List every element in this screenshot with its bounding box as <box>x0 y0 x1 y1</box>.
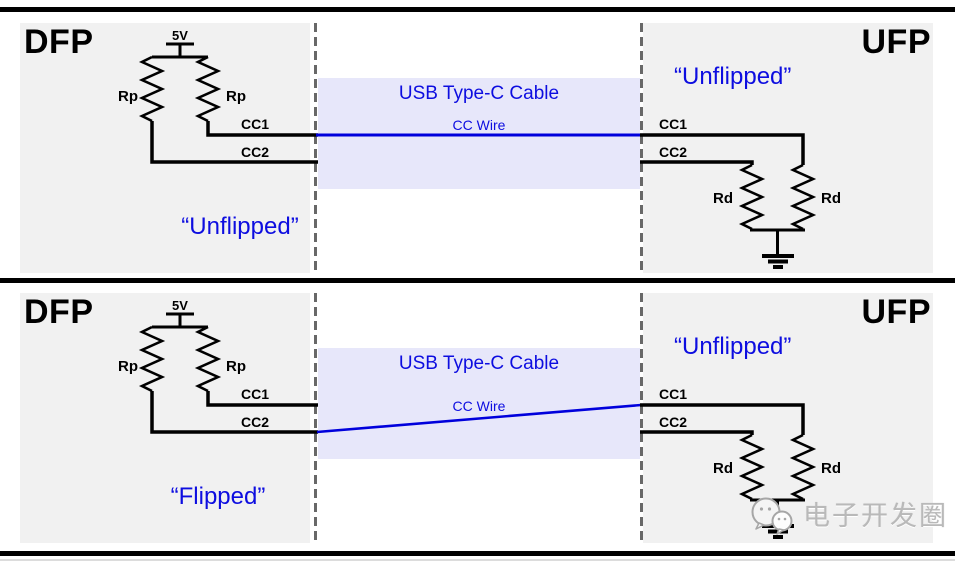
middle-border-line <box>0 278 955 283</box>
rd-resistor-left <box>738 433 766 501</box>
ufp-cc1-wire <box>640 403 805 435</box>
dfp-cc2-wire <box>150 121 318 164</box>
rd-left-label: Rd <box>713 190 733 207</box>
ufp-cc2-label: CC2 <box>659 414 688 430</box>
dfp-background <box>20 293 310 543</box>
dfp-cc1-wire <box>206 121 318 137</box>
dfp-cc2-label: CC2 <box>241 144 270 160</box>
dfp-cc1-label: CC1 <box>241 386 270 402</box>
dfp-title: DFP <box>24 293 94 331</box>
dfp-cc1-label: CC1 <box>241 116 270 132</box>
ufp-cc2-wire <box>640 160 754 165</box>
panel-unflipped: DFP UFP 5V Rp Rp CC1 CC2 “Unflipped” USB… <box>0 23 955 275</box>
ufp-cc1-wire <box>640 133 805 165</box>
watermark: 电子开发圈 <box>749 496 948 536</box>
ufp-title: UFP <box>861 293 931 331</box>
rd-resistor-right <box>789 433 817 501</box>
dfp-background <box>20 23 310 273</box>
rp-left-label: Rp <box>118 88 138 105</box>
ground-icon <box>762 254 794 269</box>
dfp-orientation-label: “Unflipped” <box>181 213 299 240</box>
dfp-orientation-label: “Flipped” <box>170 483 266 510</box>
dfp-cc2-label: CC2 <box>241 414 270 430</box>
ufp-orientation-label: “Unflipped” <box>674 333 792 360</box>
rd-left-label: Rd <box>713 460 733 477</box>
watermark-text: 电子开发圈 <box>803 500 948 531</box>
rp-resistor-right <box>194 55 222 123</box>
cc-wire-label: CC Wire <box>452 117 506 133</box>
rp-resistor-left <box>138 325 166 393</box>
rp-resistor-left <box>138 55 166 123</box>
dfp-cc1-wire <box>206 391 318 407</box>
ufp-cc2-label: CC2 <box>659 144 688 160</box>
cable-region <box>318 348 640 459</box>
supply-rail <box>152 312 208 329</box>
rd-right-label: Rd <box>821 190 841 207</box>
bottom-border-line <box>0 551 955 556</box>
ufp-cc1-label: CC1 <box>659 116 688 132</box>
ground-tap <box>750 228 805 255</box>
dfp-title: DFP <box>24 23 94 61</box>
panel-flipped: DFP UFP 5V Rp Rp CC1 CC2 “Flipped” USB T… <box>0 293 955 545</box>
top-border-line <box>0 7 955 12</box>
rp-resistor-right <box>194 325 222 393</box>
rd-right-label: Rd <box>821 460 841 477</box>
rp-right-label: Rp <box>226 358 246 375</box>
cc-wire-blue <box>316 403 642 434</box>
ufp-cc1-label: CC1 <box>659 386 688 402</box>
ufp-orientation-label: “Unflipped” <box>674 63 792 90</box>
cc-wire-label: CC Wire <box>452 398 506 414</box>
dfp-cc2-wire <box>150 391 318 434</box>
supply-voltage-label: 5V <box>172 298 188 313</box>
ufp-title: UFP <box>861 23 931 61</box>
rp-left-label: Rp <box>118 358 138 375</box>
wechat-logo-icon <box>751 497 793 535</box>
supply-voltage-label: 5V <box>172 28 188 43</box>
rp-right-label: Rp <box>226 88 246 105</box>
bottom-edge-line <box>0 559 955 561</box>
cable-title: USB Type-C Cable <box>398 83 560 104</box>
ufp-cc2-wire <box>640 430 754 435</box>
rd-resistor-right <box>789 163 817 231</box>
circuit-artwork <box>138 23 817 273</box>
rd-resistor-left <box>738 163 766 231</box>
cable-title: USB Type-C Cable <box>398 353 560 374</box>
supply-rail <box>152 42 208 59</box>
